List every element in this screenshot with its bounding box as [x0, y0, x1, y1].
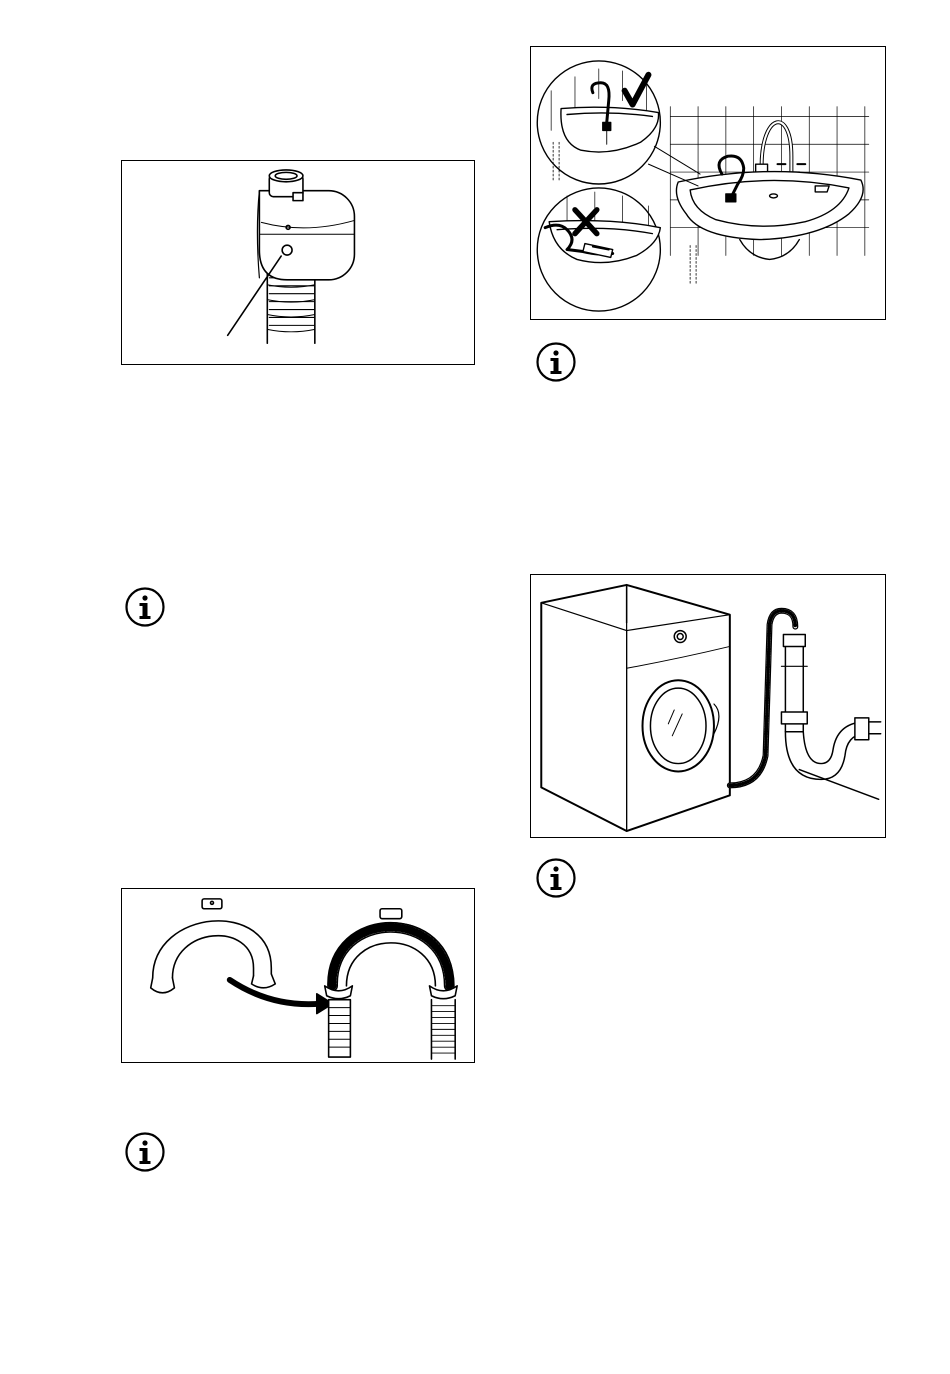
info-note-left-1 [125, 587, 165, 627]
info-note-left-2 [125, 1132, 165, 1172]
hose-guide-arrow-illustration [122, 889, 474, 1062]
figure-basin-hose-placement [530, 46, 886, 320]
info-icon [536, 858, 576, 898]
figure-water-stop-device [121, 160, 475, 365]
info-icon [125, 587, 165, 627]
info-note-right-2 [536, 858, 576, 898]
figure-drain-standpipe [530, 574, 886, 838]
info-note-right-1 [536, 342, 576, 382]
washing-machine-drain-illustration [531, 575, 885, 837]
info-icon [125, 1132, 165, 1172]
info-icon [536, 342, 576, 382]
basin-check-and-cross-illustration [531, 47, 885, 319]
water-stop-valve-illustration [122, 161, 474, 364]
figure-hose-guide-fitting [121, 888, 475, 1063]
